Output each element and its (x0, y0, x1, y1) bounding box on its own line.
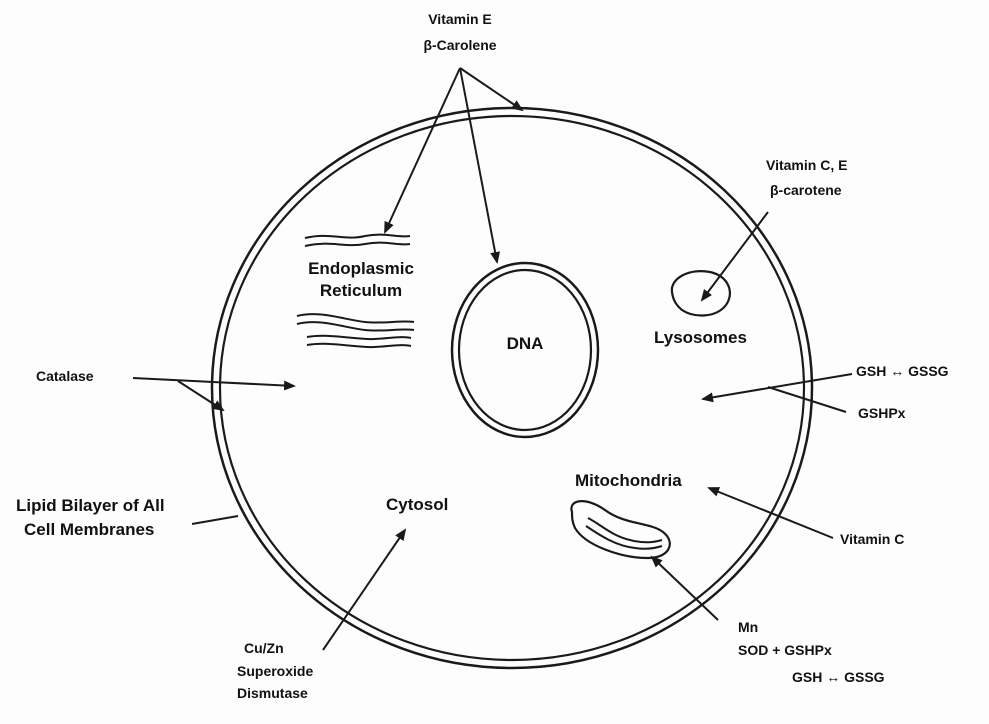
label-mitochondria: Mitochondria (575, 472, 682, 489)
label-lysosomes: Lysosomes (654, 329, 747, 346)
label-dismutase: Dismutase (237, 686, 308, 700)
er-membrane-mid-b (297, 322, 414, 330)
label-gshpx: GSHPx (858, 406, 905, 420)
label-cell-membranes: Cell Membranes (24, 521, 154, 538)
mitochondria-inner (588, 518, 662, 542)
label-vitamin-e: Vitamin E (418, 12, 502, 26)
label-reticulum: Reticulum (294, 282, 428, 299)
er-membrane-top-b (305, 243, 410, 246)
label-vitamin-c: Vitamin C (840, 532, 904, 546)
line-lipid-bilayer-pointer (192, 516, 238, 524)
cell-membrane-inner (220, 116, 804, 660)
line-gshpx-join (768, 387, 846, 412)
cell-membrane-outer (212, 108, 812, 668)
label-beta-carotene-right: β-carotene (770, 183, 842, 197)
er-membrane-top (305, 235, 410, 238)
label-dna: DNA (498, 335, 552, 352)
label-sod-gshpx: SOD + GSHPx (738, 643, 832, 657)
arrow-catalase-to-cytosol (133, 378, 294, 386)
lysosome-shape (672, 271, 730, 315)
er-membrane-low-b (307, 344, 411, 347)
arrow-vitamin-e-to-membrane (460, 68, 522, 110)
label-vitamin-ce: Vitamin C, E (766, 158, 847, 172)
label-lipid-bilayer: Lipid Bilayer of All (16, 497, 165, 514)
mitochondria-outer (571, 501, 669, 558)
arrow-vitamin-ce-to-lysosome (702, 212, 768, 300)
label-cytosol: Cytosol (386, 496, 448, 513)
label-mn: Mn (738, 620, 758, 634)
arrow-catalase-to-membrane (178, 381, 223, 410)
arrow-gsh-to-cytosol (703, 374, 852, 399)
label-beta-carotene-top: β-Carolene (414, 38, 506, 52)
label-gsh-gssg-top: GSH ↔ GSSG (856, 364, 949, 378)
arrow-vitamin-e-to-er (385, 68, 460, 232)
label-superoxide: Superoxide (237, 664, 313, 678)
label-gsh-gssg-bottom: GSH ↔ GSSG (792, 670, 885, 684)
label-cuzn: Cu/Zn (244, 641, 284, 655)
label-catalase: Catalase (36, 369, 94, 383)
er-membrane-low (307, 336, 411, 339)
label-endoplasmic: Endoplasmic (294, 260, 428, 277)
arrow-vitamin-e-to-dna (460, 68, 497, 262)
